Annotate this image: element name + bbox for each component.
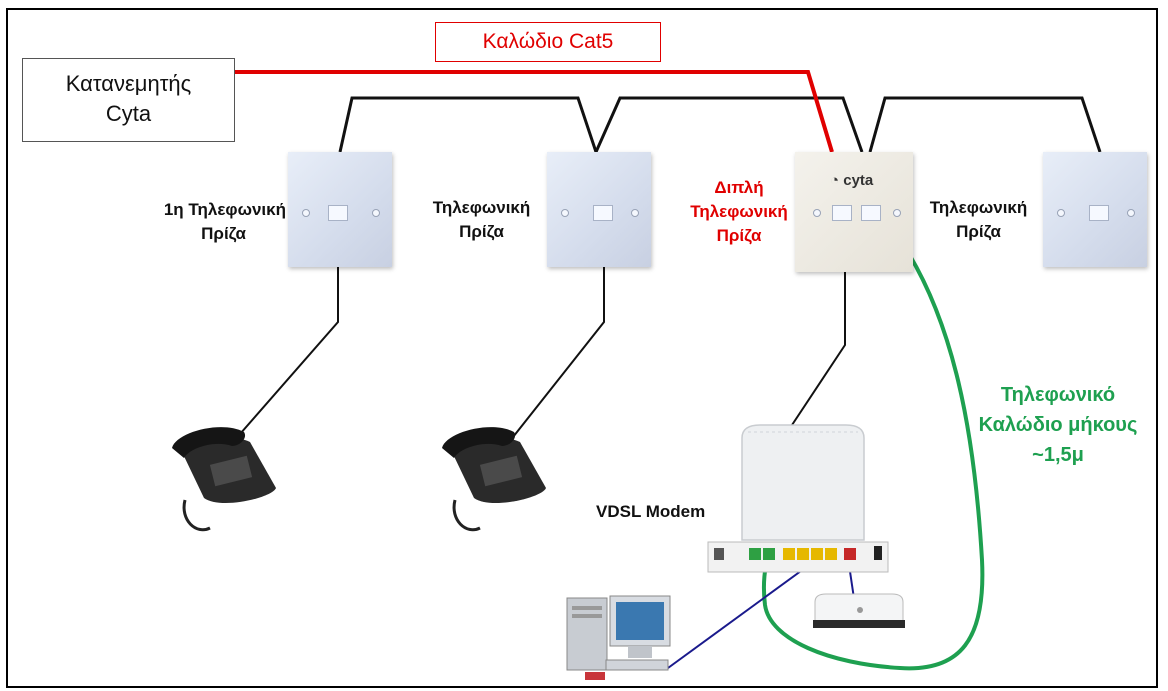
modem-label: VDSL Modem xyxy=(596,502,706,521)
phone-cable-label-line1: Τηλεφωνικό xyxy=(1000,384,1116,406)
screw-icon xyxy=(631,209,639,217)
cat5-cable-label: Καλώδιο Cat5 xyxy=(435,22,661,62)
screw-icon xyxy=(302,209,310,217)
cat5-cable xyxy=(235,70,834,153)
cyta-swirl-icon: ◔ xyxy=(830,172,840,189)
socket4-label-line2: Πρίζα xyxy=(956,222,1001,241)
dual-telephone-socket: ◔ cyta xyxy=(795,152,913,272)
dual-socket-label-line1: Διπλή xyxy=(714,178,764,197)
socket-port-left xyxy=(832,205,852,221)
wire-socket2-dual xyxy=(594,96,864,153)
socket2-label-line1: Τηλεφωνική xyxy=(432,198,531,217)
screw-icon xyxy=(1057,209,1065,217)
dual-socket-label: Διπλή Τηλεφωνική Πρίζα xyxy=(686,176,792,248)
socket2-label-line2: Πρίζα xyxy=(459,222,504,241)
wire-dual-socket4 xyxy=(868,96,1102,153)
screw-icon xyxy=(893,209,901,217)
vdsl-modem-icon xyxy=(707,424,889,573)
socket4-label: Τηλεφωνική Πρίζα xyxy=(917,196,1040,244)
dual-socket-label-line3: Πρίζα xyxy=(716,226,762,245)
socket-port xyxy=(1089,205,1109,221)
phone-cable-label-line2: Καλώδιο μήκους xyxy=(978,414,1138,436)
socket-port xyxy=(593,205,613,221)
router-icon xyxy=(813,593,905,628)
socket-port xyxy=(328,205,348,221)
wire-socket1-socket2 xyxy=(338,96,598,153)
screw-icon xyxy=(561,209,569,217)
dual-socket-label-line2: Τηλεφωνική xyxy=(690,202,788,221)
diagram-frame xyxy=(6,8,1158,688)
cyta-logo: ◔ cyta xyxy=(830,172,873,189)
socket1-label-line1: 1η Τηλεφωνική xyxy=(163,200,286,219)
telephone-socket-1 xyxy=(288,152,392,267)
screw-icon xyxy=(813,209,821,217)
cyta-brand-text: cyta xyxy=(843,172,874,189)
distributor-label-line2: Cyta xyxy=(105,101,152,126)
socket1-label: 1η Τηλεφωνική Πρίζα xyxy=(128,198,286,246)
phone-cable-label-line3: ~1,5μ xyxy=(1032,444,1084,466)
screw-icon xyxy=(1127,209,1135,217)
socket4-label-line1: Τηλεφωνική xyxy=(929,198,1028,217)
telephone-socket-4 xyxy=(1043,152,1147,267)
screw-icon xyxy=(372,209,380,217)
computer-icon xyxy=(566,595,671,680)
socket1-label-line2: Πρίζα xyxy=(201,224,246,243)
phone-cable xyxy=(761,212,985,671)
distributor-box: Κατανεμητής Cyta xyxy=(22,58,235,142)
socket2-label: Τηλεφωνική Πρίζα xyxy=(420,196,543,244)
telephone-socket-2 xyxy=(547,152,651,267)
telephone-1-icon xyxy=(172,427,276,532)
phone-cable-label: Τηλεφωνικό Καλώδιο μήκους ~1,5μ xyxy=(948,380,1168,470)
distributor-label-line1: Κατανεμητής xyxy=(65,71,192,96)
telephone-2-icon xyxy=(442,427,546,532)
socket-port-right xyxy=(861,205,881,221)
